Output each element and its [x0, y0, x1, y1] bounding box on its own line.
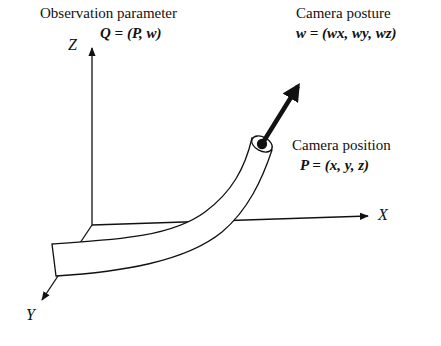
axis-label: Z — [68, 36, 77, 54]
position-title: Camera position — [292, 136, 391, 154]
position-formula: P = (x, y, z) — [300, 156, 369, 174]
axis-label: X — [378, 206, 388, 224]
posture-arrow — [262, 86, 298, 144]
axis-label: Y — [26, 306, 35, 324]
posture-title: Camera posture — [296, 4, 391, 22]
coordinate-axes — [42, 48, 368, 300]
parameter-title: Observation parameter — [40, 4, 177, 22]
parameter-formula: Q = (P, w) — [100, 24, 162, 42]
posture-formula: w = (wx, wy, wz) — [296, 24, 397, 42]
endoscope-tube — [52, 133, 275, 276]
